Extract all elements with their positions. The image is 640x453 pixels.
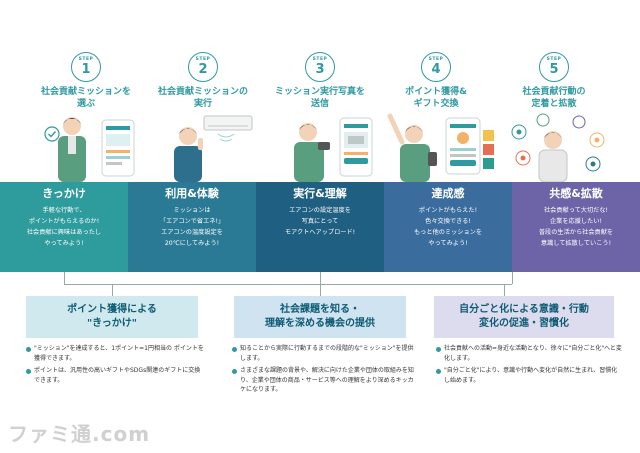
bullet-icon <box>26 346 31 352</box>
illustration-person-celebrating <box>387 113 494 182</box>
column-body: 社会貢献って大切だな! 企業を応援したい! 普段の生活から社会貢献を 意識して拡… <box>538 207 614 247</box>
column-title: きっかけ <box>42 187 86 200</box>
step-number: 1 <box>81 61 91 77</box>
step-4: STEP 4 ポイント獲得& ギフト交換 <box>388 52 484 110</box>
illustration-person-taking-photo <box>294 117 373 182</box>
outcome-title: 社会課題を知る・ 理解を深める機会の提供 <box>265 304 375 329</box>
column-jikkou-rikai: 実行&理解 エアコンの設定温度を 写真にとって モアクトへアップロード! <box>256 182 384 272</box>
step-5: STEP 5 社会貢献行動の 定着と拡散 <box>506 52 602 110</box>
step-title: ポイント獲得& ギフト交換 <box>405 87 467 110</box>
illustration-air-conditioner <box>174 115 253 182</box>
bullet-icon <box>436 346 441 352</box>
step-badge: STEP 3 <box>305 52 335 82</box>
step-3: STEP 3 ミッション実行写真を 送信 <box>272 52 368 110</box>
bullet-text: "自分ごと化"により、意識や行動へ変化が自然に生まれ、習慣化し始めます。 <box>444 367 618 384</box>
illustration-person-with-phone <box>44 117 135 182</box>
step-title: 社会貢献ミッションの 実行 <box>157 87 248 110</box>
column-title: 達成感 <box>431 187 465 200</box>
connector <box>504 284 505 296</box>
bullet-text: ポイントは、汎用性の高いギフトやSDGs関連のギフトに交換できます。 <box>34 367 201 384</box>
step-label: STEP <box>428 57 444 63</box>
experience-strip: きっかけ 手軽な行動で、 ポイントがもらえるのか! 社会貢献に興味はあったし や… <box>0 182 640 272</box>
bullet-text: 知ることから実際に行動するまでの段階的な"ミッション"を提供します。 <box>240 345 414 362</box>
step-title: 社会貢献ミッションを 選ぶ <box>40 87 131 110</box>
step-number: 4 <box>431 61 441 77</box>
column-body: ポイントがもらえた! 色々交換できる! もっと他のミッションを やってみよう! <box>413 207 483 247</box>
bullet-icon <box>232 346 237 352</box>
outcome-bullets-2: 知ることから実際に行動するまでの段階的な"ミッション"を提供します。 さまざまな… <box>232 344 418 398</box>
outcome-bullets-1: "ミッション"を達成すると、1ポイント=1円相当の ポイントを獲得できます。 ポ… <box>26 344 206 388</box>
column-body: エアコンの設定温度を 写真にとって モアクトへアップロード! <box>284 207 356 236</box>
column-tasseikan: 達成感 ポイントがもらえた! 色々交換できる! もっと他のミッションを やってみ… <box>384 182 512 272</box>
watermark-logo: ファミ通.com <box>8 422 151 446</box>
step-label: STEP <box>195 57 211 63</box>
step-badge: STEP 2 <box>188 52 218 82</box>
step-title: ミッション実行写真を 送信 <box>274 87 365 110</box>
bullet-text: さまざまな課題の背景や、解決に向けた企業や団体の取組みを知り、企業や団体の商品・… <box>240 367 414 394</box>
step-title: 社会貢献行動の 定着と拡散 <box>522 87 586 110</box>
illustration-spreading-icons <box>511 113 605 182</box>
step-label: STEP <box>78 57 94 63</box>
connector <box>64 284 512 285</box>
bullet-item: ポイントは、汎用性の高いギフトやSDGs関連のギフトに交換できます。 <box>26 366 206 385</box>
column-title: 実行&理解 <box>293 187 347 200</box>
connector <box>112 284 113 296</box>
outcome-title: 自分ごと化による意識・行動 変化の促進・習慣化 <box>459 304 589 329</box>
bullet-item: 社会貢献への活動=身近な活動となり、徐々に"自分ごと化"へと変化します。 <box>436 344 622 363</box>
bullet-text: "ミッション"を達成すると、1ポイント=1円相当の ポイントを獲得できます。 <box>34 345 204 362</box>
bullet-text: 社会貢献への活動=身近な活動となり、徐々に"自分ごと化"へと変化します。 <box>444 345 622 362</box>
bullet-item: 知ることから実際に行動するまでの段階的な"ミッション"を提供します。 <box>232 344 418 363</box>
step-1: STEP 1 社会貢献ミッションを 選ぶ <box>38 52 134 110</box>
outcome-title: ポイント獲得による "きっかけ" <box>67 304 157 329</box>
column-title: 共感&拡散 <box>549 187 603 200</box>
bullet-item: さまざまな課題の背景や、解決に向けた企業や団体の取組みを知り、企業や団体の商品・… <box>232 366 418 395</box>
column-kyoukan-kakusan: 共感&拡散 社会貢献って大切だな! 企業を応援したい! 普段の生活から社会貢献を… <box>512 182 640 272</box>
outcome-box-jibungoto: 自分ごと化による意識・行動 変化の促進・習慣化 <box>434 296 614 338</box>
connector <box>64 272 65 284</box>
bullet-icon <box>26 368 31 374</box>
step-badge: STEP 5 <box>539 52 569 82</box>
connector <box>320 272 321 296</box>
step-badge: STEP 4 <box>421 52 451 82</box>
outcome-bullets-3: 社会貢献への活動=身近な活動となり、徐々に"自分ごと化"へと変化します。 "自分… <box>436 344 622 388</box>
column-title: 利用&体験 <box>165 187 219 200</box>
connector <box>512 272 513 284</box>
step-2: STEP 2 社会貢献ミッションの 実行 <box>155 52 251 110</box>
column-riyou-taiken: 利用&体験 ミッションは 「エアコンで省エネ!」 エアコンの温度設定を 20℃に… <box>128 182 256 272</box>
column-kikkake: きっかけ 手軽な行動で、 ポイントがもらえるのか! 社会貢献に興味はあったし や… <box>0 182 128 272</box>
outcome-box-kikkake: ポイント獲得による "きっかけ" <box>26 296 198 338</box>
bullet-icon <box>436 368 441 374</box>
outcome-box-rikai: 社会課題を知る・ 理解を深める機会の提供 <box>234 296 406 338</box>
step-number: 3 <box>315 61 325 77</box>
bullet-item: "自分ごと化"により、意識や行動へ変化が自然に生まれ、習慣化し始めます。 <box>436 366 622 385</box>
step-number: 2 <box>198 61 208 77</box>
bullet-icon <box>232 368 237 374</box>
column-body: ミッションは 「エアコンで省エネ!」 エアコンの温度設定を 20℃にしてみよう! <box>159 207 225 247</box>
step-label: STEP <box>546 57 562 63</box>
column-body: 手軽な行動で、 ポイントがもらえるのか! 社会貢献に興味はあったし やってみよう… <box>26 207 102 247</box>
step-number: 5 <box>549 61 559 77</box>
step-badge: STEP 1 <box>71 52 101 82</box>
bullet-item: "ミッション"を達成すると、1ポイント=1円相当の ポイントを獲得できます。 <box>26 344 206 363</box>
step-label: STEP <box>312 57 328 63</box>
